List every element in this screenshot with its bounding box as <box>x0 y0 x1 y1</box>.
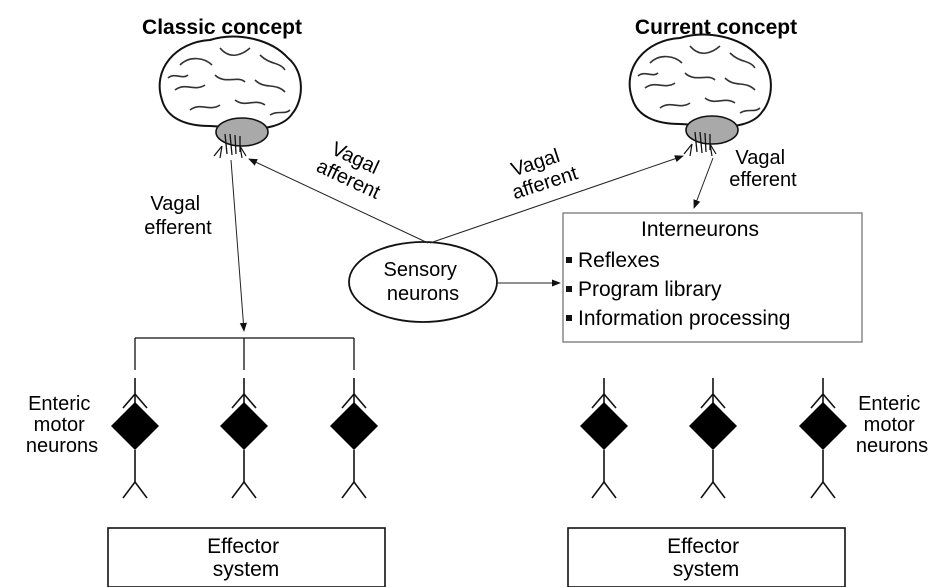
bullet-icon <box>566 286 572 292</box>
right-title: Current concept <box>635 16 797 39</box>
enteric-motor-neurons-label-left: Enteric motor neurons <box>26 393 98 457</box>
vagal-efferent-arrow-right <box>693 157 714 209</box>
interneurons-item: Reflexes <box>578 249 660 272</box>
enteric-motor-neurons-label-right: Enteric motor neurons <box>856 393 928 457</box>
brain-icon <box>628 33 772 157</box>
vagal-efferent-arrow-left <box>230 159 247 332</box>
neuron-diamond-icon <box>579 377 629 499</box>
interneurons-item: Program library <box>578 278 722 301</box>
bullet-icon <box>566 315 572 321</box>
effector-system-box-left <box>107 527 386 587</box>
vagal-afferent-label-left: Vagal afferent <box>313 135 393 204</box>
neuron-diamond-icon <box>688 377 738 499</box>
interneurons-title: Interneurons <box>641 218 759 241</box>
interneurons-box <box>562 212 863 343</box>
sensory-neurons-node <box>348 241 498 323</box>
interneurons-list: Reflexes Program library Information pro… <box>566 249 790 330</box>
interneurons-item: Information processing <box>578 307 790 330</box>
left-title: Classic concept <box>142 16 302 39</box>
neuron-diamond-icon <box>329 377 379 499</box>
neuron-diamond-icon <box>798 377 848 499</box>
vagal-afferent-arrow-left <box>248 158 429 244</box>
neuron-diamond-icon <box>110 377 160 499</box>
vagal-efferent-label-right: Vagal efferent <box>729 147 797 191</box>
sensory-neurons-label: Sensory neurons <box>384 259 463 305</box>
effector-system-box-right <box>567 527 846 587</box>
vagal-efferent-label-left: Vagal efferent <box>144 193 212 239</box>
brain-icon <box>158 35 302 159</box>
effector-system-label-right: Effector system <box>667 535 745 581</box>
effector-system-label-left: Effector system <box>207 535 285 581</box>
neuron-diamond-icon <box>219 377 269 499</box>
bullet-icon <box>566 257 572 263</box>
vagal-afferent-arrow-right <box>429 155 684 244</box>
